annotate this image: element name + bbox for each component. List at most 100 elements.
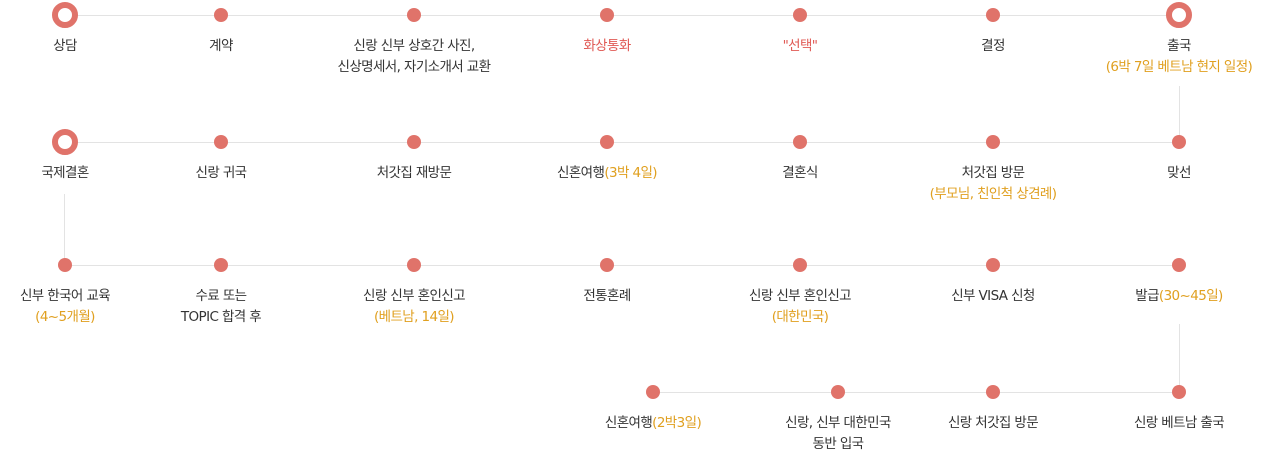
step-text: TOPIC 합격 후 <box>180 309 262 325</box>
step-text: 전통혼례 <box>583 288 631 304</box>
step-marker-dot <box>214 135 228 149</box>
step-text: 상담 <box>53 38 77 54</box>
step-label: 신랑 귀국 <box>111 163 331 184</box>
step-label-line: "선택" <box>690 36 910 57</box>
row-1-connector <box>65 15 1179 16</box>
step-marker-dot <box>793 135 807 149</box>
step-label-line: 신상명세서, 자기소개서 교환 <box>304 57 524 78</box>
step-label-line: 신랑, 신부 대한민국 <box>728 413 948 434</box>
step-text: 화상통화 <box>583 38 631 54</box>
step-marker-dot <box>986 8 1000 22</box>
step-label-line: 신부 한국어 교육 <box>0 286 175 307</box>
step-text: 신혼여행 <box>604 415 653 431</box>
step-marker-dot <box>986 258 1000 272</box>
step-highlight-text: (6박 7일 베트남 현지 일정) <box>1105 59 1253 75</box>
step-label: 신혼여행(3박 4일) <box>497 163 717 184</box>
step-label: 국제결혼 <box>0 163 175 184</box>
step-text: 발급 <box>1135 288 1159 304</box>
row-4-connector <box>653 392 1179 393</box>
step-text: 신부 VISA 신청 <box>951 288 1035 304</box>
step-label: 화상통화 <box>497 36 717 57</box>
step-label: 신랑 처갓집 방문 <box>883 413 1103 434</box>
step-marker-dot <box>407 258 421 272</box>
step-highlight-text: (3박 4일) <box>604 165 657 181</box>
step-marker-dot <box>986 135 1000 149</box>
connector-row2-row3 <box>64 194 65 265</box>
step-marker-dot <box>793 8 807 22</box>
step-label-line: 출국 <box>1069 36 1274 57</box>
step-label: 결혼식 <box>690 163 910 184</box>
step-text: 신랑 신부 상호간 사진, <box>353 38 475 54</box>
step-label: "선택" <box>690 36 910 57</box>
row-2-connector <box>65 142 1179 143</box>
step-label: 수료 또는 TOPIC 합격 후 <box>111 286 331 328</box>
step-label: 처갓집 재방문 <box>304 163 524 184</box>
step-label-line: 상담 <box>0 36 175 57</box>
step-marker-dot <box>600 8 614 22</box>
step-label-line: (6박 7일 베트남 현지 일정) <box>1069 57 1274 78</box>
step-label-line: 동반 입국 <box>728 434 948 455</box>
step-marker-dot <box>58 258 72 272</box>
step-text: 처갓집 방문 <box>961 165 1025 181</box>
step-text: 신랑 신부 혼인신고 <box>749 288 852 304</box>
step-label-line: 신부 VISA 신청 <box>883 286 1103 307</box>
step-marker-dot <box>214 258 228 272</box>
step-text: 신부 한국어 교육 <box>19 288 111 304</box>
step-text: 국제결혼 <box>41 165 89 181</box>
step-text: 결혼식 <box>782 165 818 181</box>
step-label: 신랑 신부 상호간 사진, 신상명세서, 자기소개서 교환 <box>304 36 524 78</box>
step-label: 출국 (6박 7일 베트남 현지 일정) <box>1069 36 1274 78</box>
step-text: 맞선 <box>1167 165 1191 181</box>
step-label-line: 화상통화 <box>497 36 717 57</box>
step-label-line: 신랑 신부 혼인신고 <box>304 286 524 307</box>
connector-row1-row2 <box>1179 86 1180 142</box>
step-text: 신랑 귀국 <box>195 165 248 181</box>
step-label-line: 발급(30~45일) <box>1069 286 1274 307</box>
step-label-line: 신랑 귀국 <box>111 163 331 184</box>
step-text: 수료 또는 <box>195 288 248 304</box>
step-text: 신혼여행 <box>557 165 605 181</box>
step-label-line: 결정 <box>883 36 1103 57</box>
step-label-line: 수료 또는 <box>111 286 331 307</box>
step-label: 맞선 <box>1069 163 1274 184</box>
step-highlight-text: (부모님, 친인척 상견례) <box>929 186 1057 202</box>
step-label: 신부 한국어 교육 (4~5개월) <box>0 286 175 328</box>
step-marker-dot <box>1172 135 1186 149</box>
step-label: 신부 VISA 신청 <box>883 286 1103 307</box>
step-label-line: 신혼여행(2박3일) <box>543 413 763 434</box>
step-marker-dot <box>1172 385 1186 399</box>
connector-row3-row4 <box>1179 324 1180 392</box>
step-marker-dot <box>407 135 421 149</box>
step-label-line: 국제결혼 <box>0 163 175 184</box>
step-marker-dot <box>600 258 614 272</box>
step-text: 계약 <box>209 38 233 54</box>
step-text: 신랑 베트남 출국 <box>1133 415 1225 431</box>
step-label-line: 맞선 <box>1069 163 1274 184</box>
step-highlight-text: (2박3일) <box>652 415 702 431</box>
step-label-line: (부모님, 친인척 상견례) <box>883 184 1103 205</box>
step-marker-dot <box>407 8 421 22</box>
step-text: "선택" <box>782 38 818 54</box>
step-label: 전통혼례 <box>497 286 717 307</box>
step-text: 동반 입국 <box>812 436 865 452</box>
step-label: 신랑 신부 혼인신고 (대한민국) <box>690 286 910 328</box>
step-label-line: 신랑 신부 상호간 사진, <box>304 36 524 57</box>
step-label-line: (4~5개월) <box>0 307 175 328</box>
step-label: 신혼여행(2박3일) <box>543 413 763 434</box>
step-marker-dot <box>1172 258 1186 272</box>
step-label: 발급(30~45일) <box>1069 286 1274 307</box>
step-label-line: (대한민국) <box>690 307 910 328</box>
step-text: 신랑 신부 혼인신고 <box>363 288 466 304</box>
step-text: 결정 <box>981 38 1005 54</box>
step-highlight-text: (4~5개월) <box>35 309 95 325</box>
step-label: 신랑 베트남 출국 <box>1069 413 1274 434</box>
step-text: 신랑 처갓집 방문 <box>947 415 1039 431</box>
step-text: 처갓집 재방문 <box>376 165 452 181</box>
step-text: 신상명세서, 자기소개서 교환 <box>337 59 492 75</box>
step-marker-ring <box>52 129 78 155</box>
step-label-line: 계약 <box>111 36 331 57</box>
step-label-line: 신랑 베트남 출국 <box>1069 413 1274 434</box>
step-label-line: 신랑 처갓집 방문 <box>883 413 1103 434</box>
